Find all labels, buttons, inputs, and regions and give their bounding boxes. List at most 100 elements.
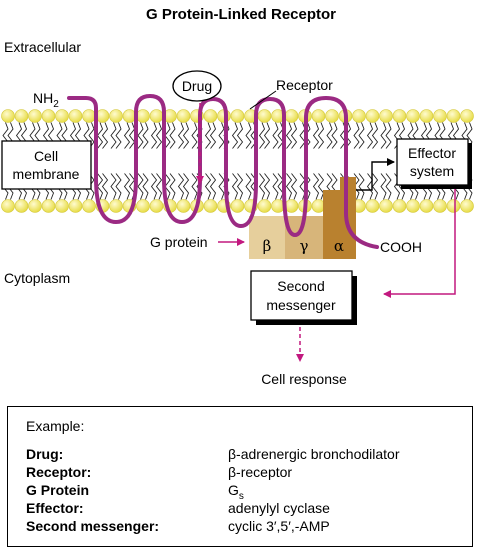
example-row-drug: Drug: β-adrenergic bronchodilator bbox=[26, 446, 466, 463]
lipid-tail bbox=[385, 173, 392, 200]
lipid-tail bbox=[236, 173, 244, 200]
example-row-second-messenger: Second messenger: cyclic 3′,5′,-AMP bbox=[26, 518, 466, 535]
lipid-head bbox=[284, 109, 299, 123]
lipid-head bbox=[176, 199, 191, 213]
lipid-head bbox=[419, 109, 434, 123]
lipid-tail bbox=[245, 122, 252, 149]
lipid-tail bbox=[366, 173, 374, 200]
lipid-tail bbox=[155, 173, 163, 200]
lipid-tail bbox=[380, 122, 387, 149]
lipid-tail bbox=[231, 122, 239, 149]
example-value: β-receptor bbox=[228, 464, 293, 480]
example-row-g-protein: G Protein Gs bbox=[26, 482, 466, 502]
cytoplasm-label: Cytoplasm bbox=[4, 270, 70, 286]
beta-subunit bbox=[249, 216, 285, 259]
lipid-head bbox=[325, 109, 339, 123]
lipid-tail bbox=[142, 122, 149, 149]
example-value: β-adrenergic bronchodilator bbox=[228, 446, 400, 462]
lipid-tail bbox=[123, 173, 131, 200]
effector-to-messenger-arrow bbox=[383, 189, 456, 298]
lipid-head bbox=[460, 199, 474, 213]
lipid-tail bbox=[317, 173, 325, 200]
lipid-head bbox=[230, 109, 245, 123]
lipid-tail bbox=[137, 173, 144, 200]
lipid-tail bbox=[177, 122, 185, 149]
example-row-effector: Effector: adenylyl cyclase bbox=[26, 500, 466, 517]
nh2-label: NH2 bbox=[33, 90, 59, 110]
lipid-head bbox=[55, 199, 69, 213]
lipid-head bbox=[406, 199, 420, 213]
drug-label: Drug bbox=[182, 78, 212, 94]
lipid-tail bbox=[123, 122, 131, 149]
lipid-head bbox=[379, 109, 393, 123]
effector-label-1: Effector bbox=[408, 145, 456, 161]
lipid-tail bbox=[380, 173, 387, 200]
cell-membrane-label-2: membrane bbox=[13, 166, 80, 182]
lipid-head bbox=[82, 199, 96, 213]
second-messenger-label-2: messenger bbox=[266, 297, 336, 313]
lipid-head bbox=[419, 199, 434, 213]
lipid-head bbox=[149, 199, 164, 213]
lipid-tail bbox=[231, 173, 239, 200]
diagram-title: G Protein-Linked Receptor bbox=[146, 6, 336, 23]
lipid-head bbox=[68, 199, 83, 213]
lipid-tail bbox=[272, 173, 279, 200]
receptor-protein bbox=[67, 94, 379, 249]
lipid-tail bbox=[182, 122, 190, 149]
receptor-pointer bbox=[249, 90, 277, 110]
cooh-label: COOH bbox=[380, 239, 422, 255]
cell-membrane-label-1: Cell bbox=[34, 148, 58, 164]
lipid-tail bbox=[285, 122, 293, 149]
example-heading: Example: bbox=[26, 418, 85, 434]
lipid-head bbox=[257, 199, 272, 213]
example-value: cyclic 3′,5′,-AMP bbox=[228, 518, 330, 534]
lipid-head bbox=[55, 109, 69, 123]
lipid-head bbox=[446, 199, 461, 213]
example-key: Receptor: bbox=[26, 464, 92, 480]
lipid-tail bbox=[150, 122, 158, 149]
example-key: G Protein bbox=[26, 482, 90, 498]
lipid-tail bbox=[204, 173, 212, 200]
lipid-head bbox=[203, 109, 218, 123]
lipid-tail bbox=[312, 122, 320, 149]
lipid-head bbox=[257, 109, 272, 123]
lipid-tail bbox=[366, 122, 374, 149]
lipid-tail bbox=[218, 173, 225, 200]
lipid-head bbox=[365, 199, 380, 213]
beta-label: β bbox=[263, 237, 272, 255]
g-protein-label: G protein bbox=[150, 234, 208, 250]
lipid-head bbox=[176, 109, 191, 123]
lipid-tail bbox=[272, 122, 279, 149]
example-box bbox=[7, 406, 473, 547]
lipid-head bbox=[41, 109, 56, 123]
second-messenger-label-1: Second bbox=[277, 278, 324, 294]
lipid-head bbox=[28, 109, 42, 123]
lipid-tail bbox=[182, 173, 190, 200]
drug-ellipse bbox=[172, 70, 222, 102]
lipid-head bbox=[446, 109, 461, 123]
lipid-tail bbox=[385, 122, 392, 149]
lipid-tail bbox=[191, 173, 198, 200]
lipid-tail bbox=[169, 122, 176, 149]
lipid-tail bbox=[258, 122, 266, 149]
lipid-tail bbox=[101, 122, 109, 149]
lipid-head bbox=[82, 109, 96, 123]
lipid-head bbox=[311, 109, 326, 123]
alpha-to-effector-arrow bbox=[356, 158, 395, 191]
lipid-head bbox=[460, 109, 474, 123]
lipid-tail bbox=[371, 122, 379, 149]
lipid-tail bbox=[209, 122, 217, 149]
lipid-head bbox=[203, 199, 218, 213]
lipid-tail bbox=[290, 173, 298, 200]
lipid-head bbox=[1, 109, 15, 123]
extracellular-label: Extracellular bbox=[4, 39, 81, 55]
lipid-tail bbox=[110, 122, 117, 149]
lipid-head bbox=[149, 109, 164, 123]
lipid-tail bbox=[258, 173, 266, 200]
lipid-tail bbox=[371, 173, 379, 200]
second-messenger-box bbox=[250, 270, 353, 321]
lipid-tail bbox=[209, 173, 217, 200]
lipid-head bbox=[14, 199, 29, 213]
lipid-head bbox=[284, 199, 299, 213]
lipid-tail bbox=[142, 173, 149, 200]
